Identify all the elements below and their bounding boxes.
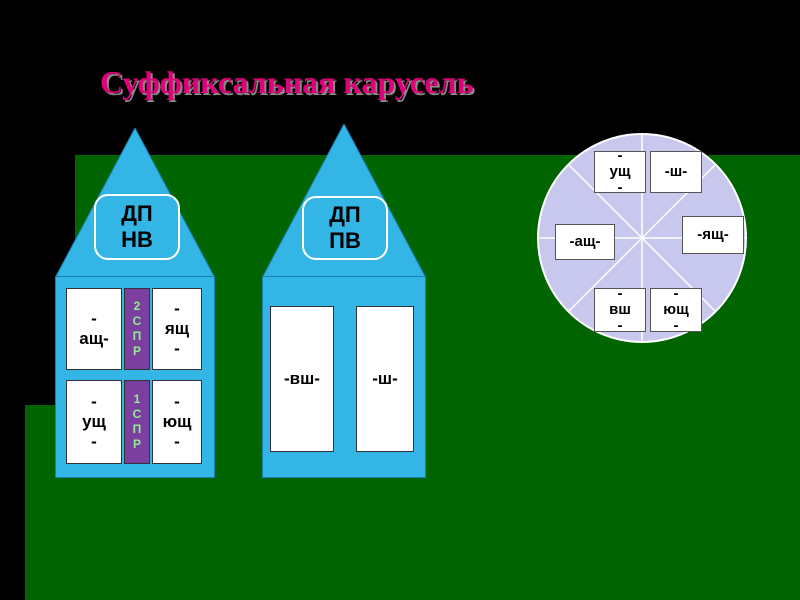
right-window-left: -вш- xyxy=(270,306,334,452)
wheel-tile-ushch: - ущ - xyxy=(594,148,646,196)
wheel-tile-ashch: -ащ- xyxy=(555,224,615,260)
wheel-tile-yashch: -ящ- xyxy=(682,216,744,254)
left-window-top-left: - ащ- xyxy=(66,288,122,370)
wheel-tile-yushch: - ющ - xyxy=(650,286,702,334)
right-house-badge: ДП ПВ xyxy=(302,196,388,260)
page-title: Суффиксальная карусель xyxy=(100,64,474,100)
left-house-badge: ДП НВ xyxy=(94,194,180,260)
wheel-tile-vsh: - вш - xyxy=(594,286,646,334)
left-window-top-right: - ящ - xyxy=(152,288,202,370)
left-stripe-top: 2 С П Р xyxy=(124,288,150,370)
right-window-right: -ш- xyxy=(356,306,414,452)
wheel-tile-sh: -ш- xyxy=(650,151,702,193)
left-window-bottom-left: - ущ - xyxy=(66,380,122,464)
left-stripe-bottom: 1 С П Р xyxy=(124,380,150,464)
left-window-bottom-right: - ющ - xyxy=(152,380,202,464)
